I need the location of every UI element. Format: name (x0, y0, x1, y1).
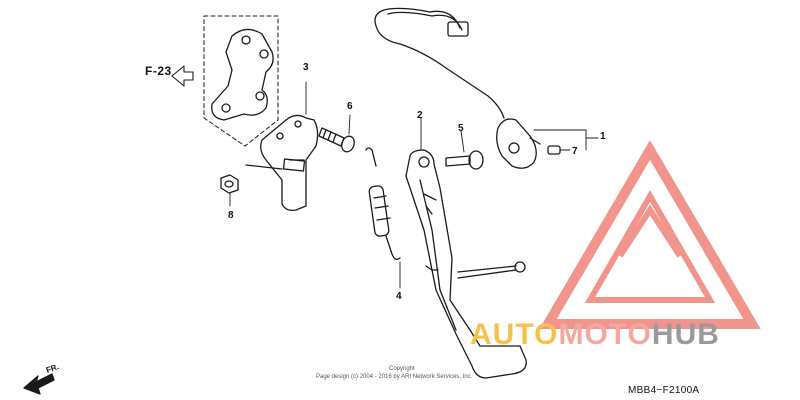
callout-1: 1 (600, 131, 606, 142)
brand-part-auto: AUTO (470, 318, 559, 351)
part-6-bolt (318, 114, 355, 153)
part-1-side-stand-switch (374, 7, 599, 169)
callout-5: 5 (458, 123, 464, 134)
brand-part-moto: MOTO (558, 318, 652, 351)
callout-6: 6 (347, 101, 353, 112)
part-5-pivot-bolt (445, 130, 484, 170)
frame-bracket-reference (203, 15, 279, 147)
callout-2: 2 (417, 110, 423, 121)
diagram-code: MBB4−F2100A (628, 385, 700, 396)
watermark-brand: AUTOMOTOHUB (470, 318, 720, 352)
part-8-nut (220, 174, 239, 207)
copyright-line-1: Copyright (389, 366, 415, 372)
part-bracket-bolt (245, 158, 306, 172)
copyright-line-2: Page design (c) 2004 - 2016 by ARI Netwo… (316, 374, 473, 380)
callout-7: 7 (572, 146, 578, 157)
part-2-side-stand (405, 117, 527, 379)
callout-3: 3 (303, 62, 309, 73)
part-7-bolt (547, 145, 571, 155)
reference-label: F-23 (145, 64, 172, 78)
watermark-logo-icon (539, 140, 761, 329)
brand-part-hub: HUB (651, 318, 720, 351)
front-direction-arrow-icon (23, 373, 55, 395)
part-4-spring (365, 147, 401, 289)
callout-8: 8 (228, 210, 234, 221)
reference-arrow-icon (171, 65, 194, 87)
part-stand-arm (457, 261, 526, 279)
callout-4: 4 (396, 291, 402, 302)
part-3-bracket (260, 81, 319, 212)
